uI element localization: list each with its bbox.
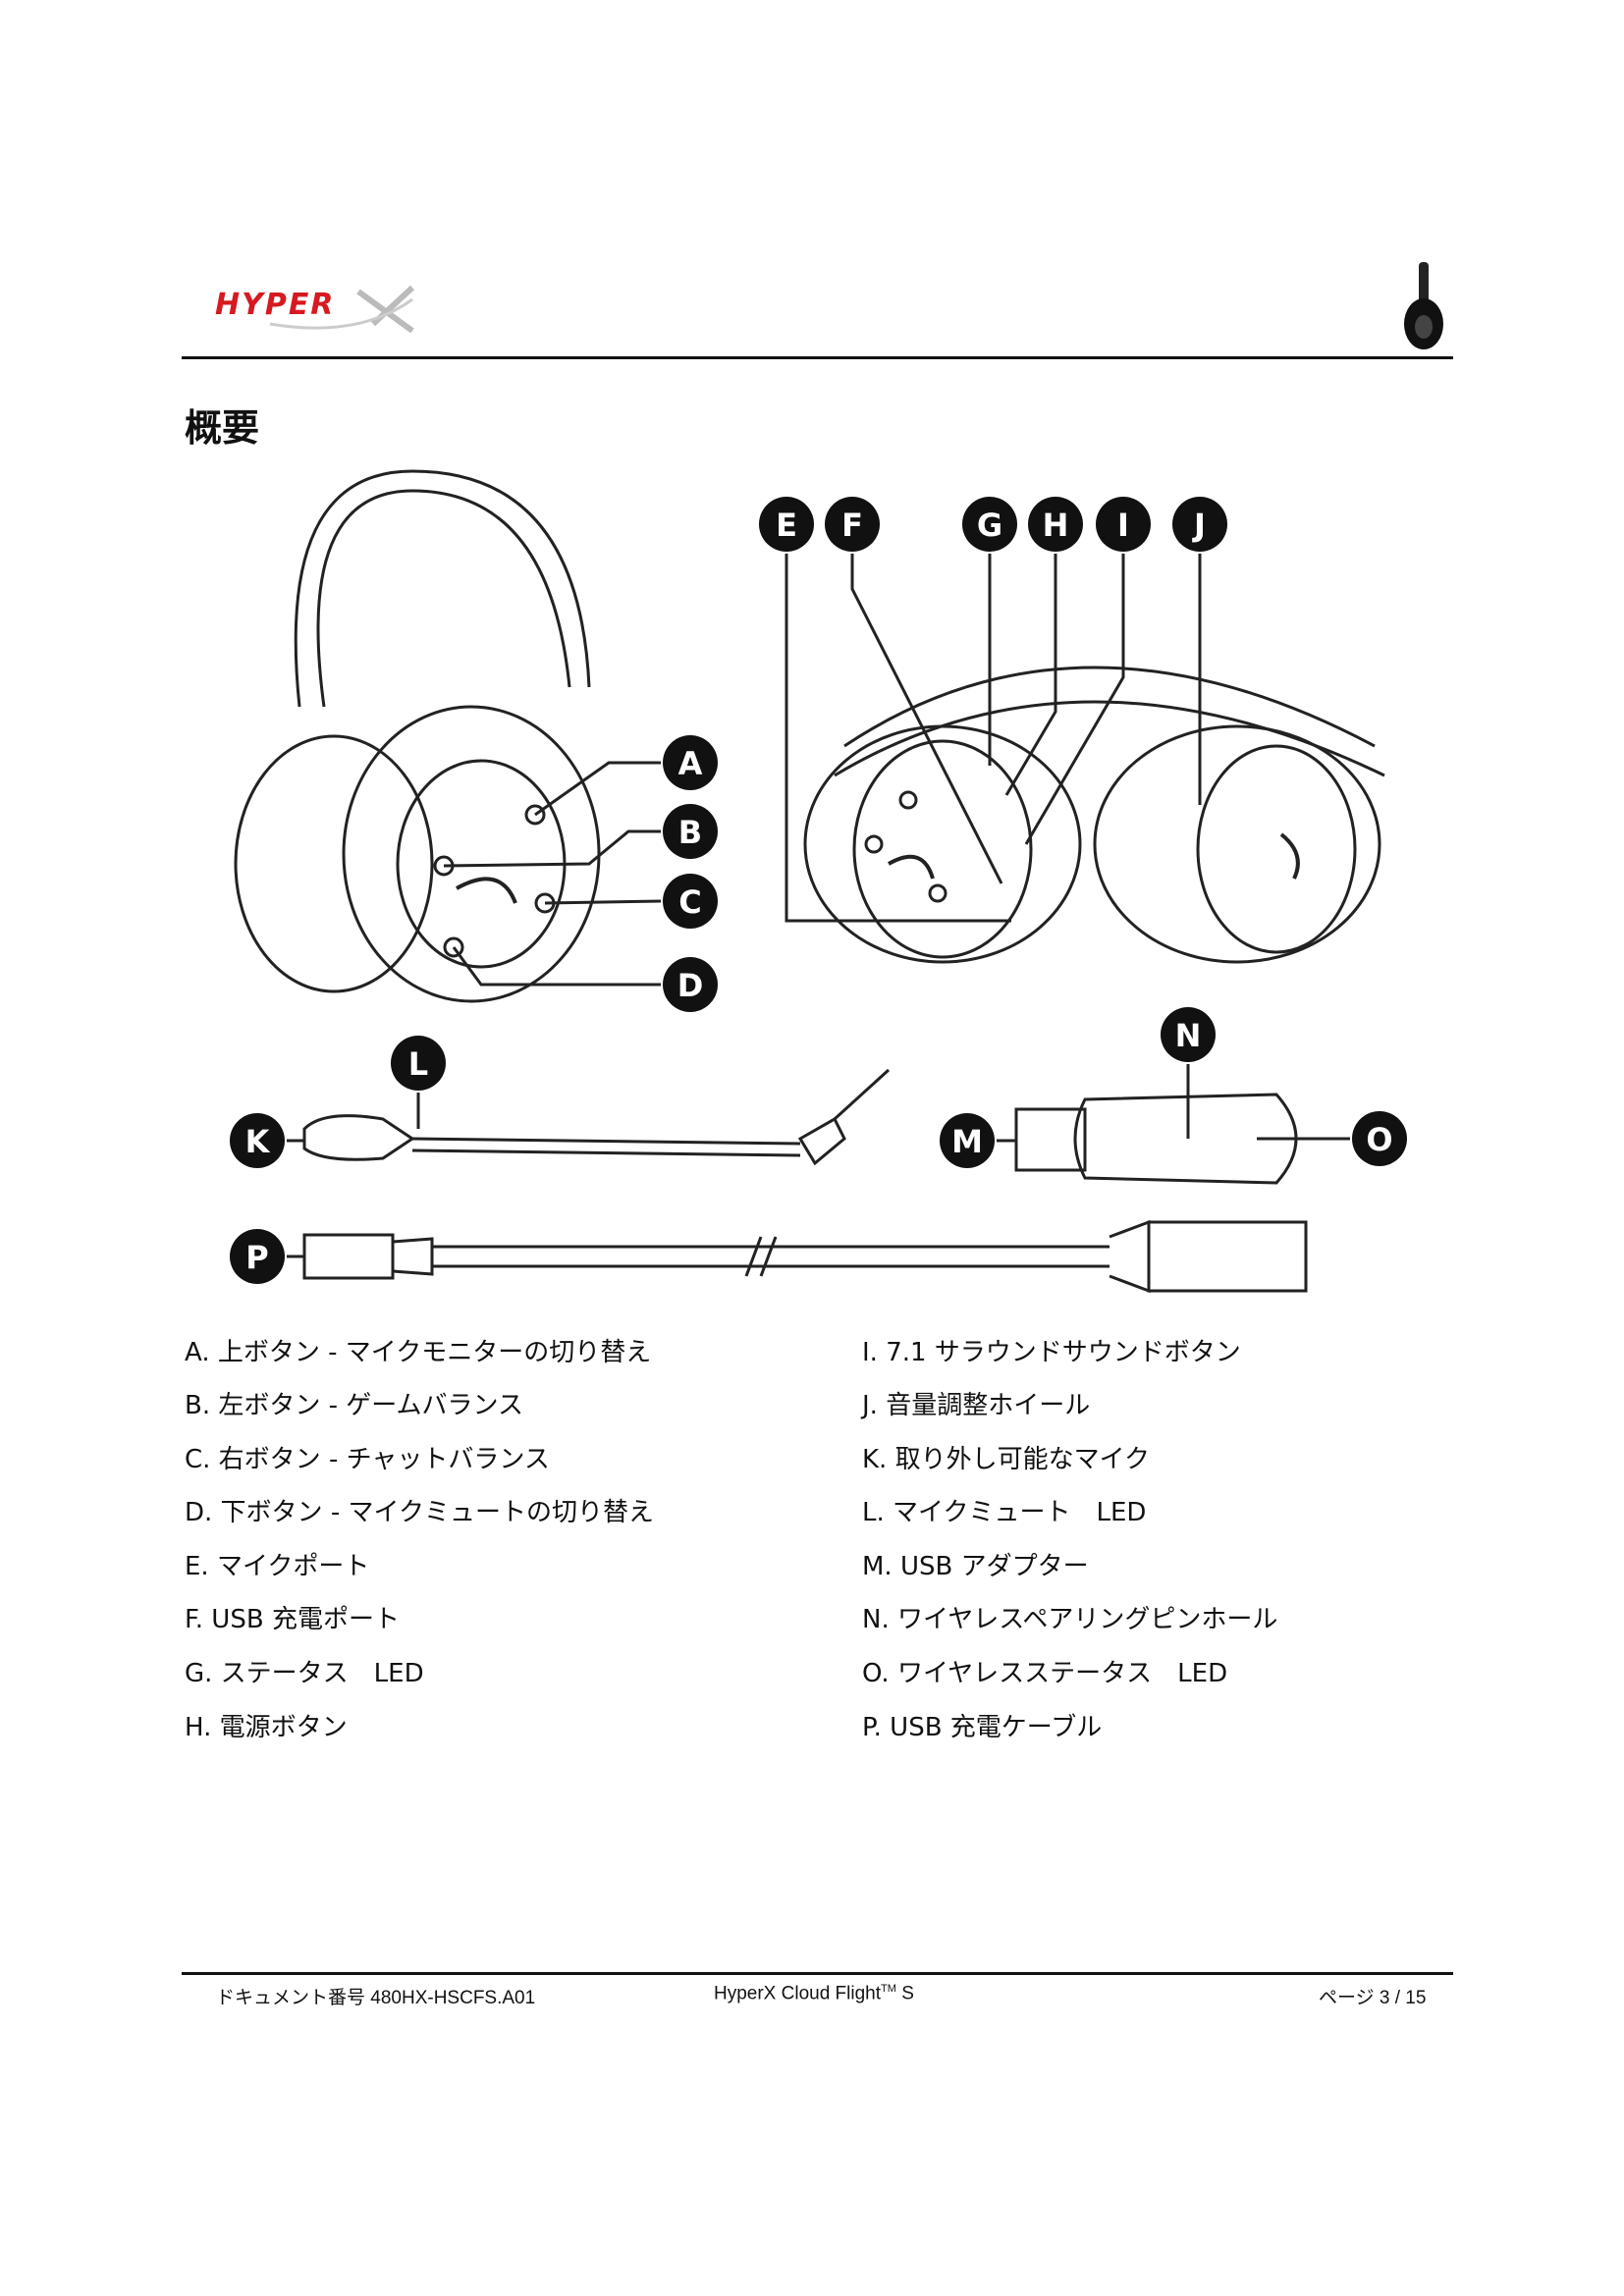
svg-text:J: J — [1192, 507, 1206, 544]
svg-text:H: H — [1043, 507, 1069, 544]
callout-markers: A B C D E F G H I J K L M N O P — [230, 497, 1407, 1284]
legend-item-p: P. USB 充電ケーブル — [862, 1713, 1103, 1742]
product-diagram: A B C D E F G H I J K L M N O P g[data-n… — [230, 469, 1407, 1294]
callout-P: P — [230, 1229, 285, 1284]
product-name-text: HyperX Cloud Flight — [714, 1983, 882, 2004]
legend-item-e: E. マイクポート — [185, 1552, 370, 1581]
svg-text:L: L — [408, 1045, 428, 1083]
svg-text:C: C — [678, 883, 701, 921]
callout-O: O — [1352, 1111, 1407, 1166]
callout-L: L — [391, 1036, 446, 1091]
callout-N: N — [1161, 1007, 1216, 1062]
product-suffix: S — [895, 1983, 914, 2004]
legend-item-b: B. 左ボタン - ゲームバランス — [185, 1391, 523, 1420]
callout-C: C — [663, 874, 718, 929]
svg-text:I: I — [1117, 507, 1129, 544]
callout-D: D — [663, 957, 718, 1012]
legend-item-l: L. マイクミュート LED — [862, 1498, 1147, 1527]
earcup-back — [234, 734, 434, 993]
hyperx-logo: HYPER — [215, 285, 415, 334]
svg-text:O: O — [1366, 1121, 1392, 1158]
header-rule — [182, 356, 1453, 359]
legend-item-o: O. ワイヤレスステータス LED — [862, 1659, 1228, 1688]
callout-E: E — [759, 497, 814, 552]
callout-H: H — [1028, 497, 1083, 552]
svg-text:D: D — [677, 967, 704, 1004]
svg-text:E: E — [776, 507, 797, 544]
legend-item-f: F. USB 充電ポート — [185, 1605, 400, 1634]
svg-text:K: K — [245, 1123, 271, 1160]
page-number: ページ 3 / 15 — [1319, 1988, 1427, 2008]
svg-text:P: P — [245, 1239, 268, 1276]
product-name: HyperX Cloud FlightTM S — [714, 1983, 914, 2004]
legend-item-c: C. 右ボタン - チャットバランス — [185, 1445, 550, 1474]
headset-thumbnail-icon — [1404, 262, 1443, 349]
callout-M: M — [940, 1113, 995, 1168]
legend-item-g: G. ステータス LED — [185, 1659, 424, 1688]
legend-item-m: M. USB アダプター — [862, 1552, 1089, 1581]
legend-item-d: D. 下ボタン - マイクミュートの切り替え — [185, 1498, 654, 1527]
callout-I: I — [1096, 497, 1151, 552]
trademark: TM — [881, 1983, 896, 1995]
callout-F: F — [825, 497, 880, 552]
legend-item-k: K. 取り外し可能なマイク — [862, 1445, 1151, 1474]
legend-item-j: J. 音量調整ホイール — [862, 1391, 1091, 1420]
svg-text:N: N — [1175, 1017, 1202, 1054]
legend-item-h: H. 電源ボタン — [185, 1713, 348, 1742]
legend-item-i: I. 7.1 サラウンドサウンドボタン — [862, 1338, 1241, 1367]
doc-number: ドキュメント番号 480HX-HSCFS.A01 — [216, 1988, 536, 2008]
svg-text:F: F — [841, 507, 863, 544]
svg-text:G: G — [977, 507, 1002, 544]
footer-rule — [182, 1972, 1453, 1975]
svg-text:M: M — [951, 1123, 983, 1160]
legend-item-a: A. 上ボタン - マイクモニターの切り替え — [185, 1338, 652, 1367]
callout-B: B — [663, 804, 718, 859]
callout-A: A — [663, 735, 718, 790]
callout-K: K — [230, 1113, 285, 1168]
callout-J: J — [1172, 497, 1227, 552]
page-title: 概要 — [185, 406, 260, 450]
svg-text:HYPER: HYPER — [215, 288, 335, 322]
callout-G: G — [962, 497, 1017, 552]
headband-left-view — [316, 489, 571, 708]
svg-text:A: A — [678, 745, 703, 782]
svg-text:B: B — [678, 814, 702, 851]
legend-item-n: N. ワイヤレスペアリングピンホール — [862, 1605, 1278, 1634]
earcup-front — [342, 705, 601, 1003]
